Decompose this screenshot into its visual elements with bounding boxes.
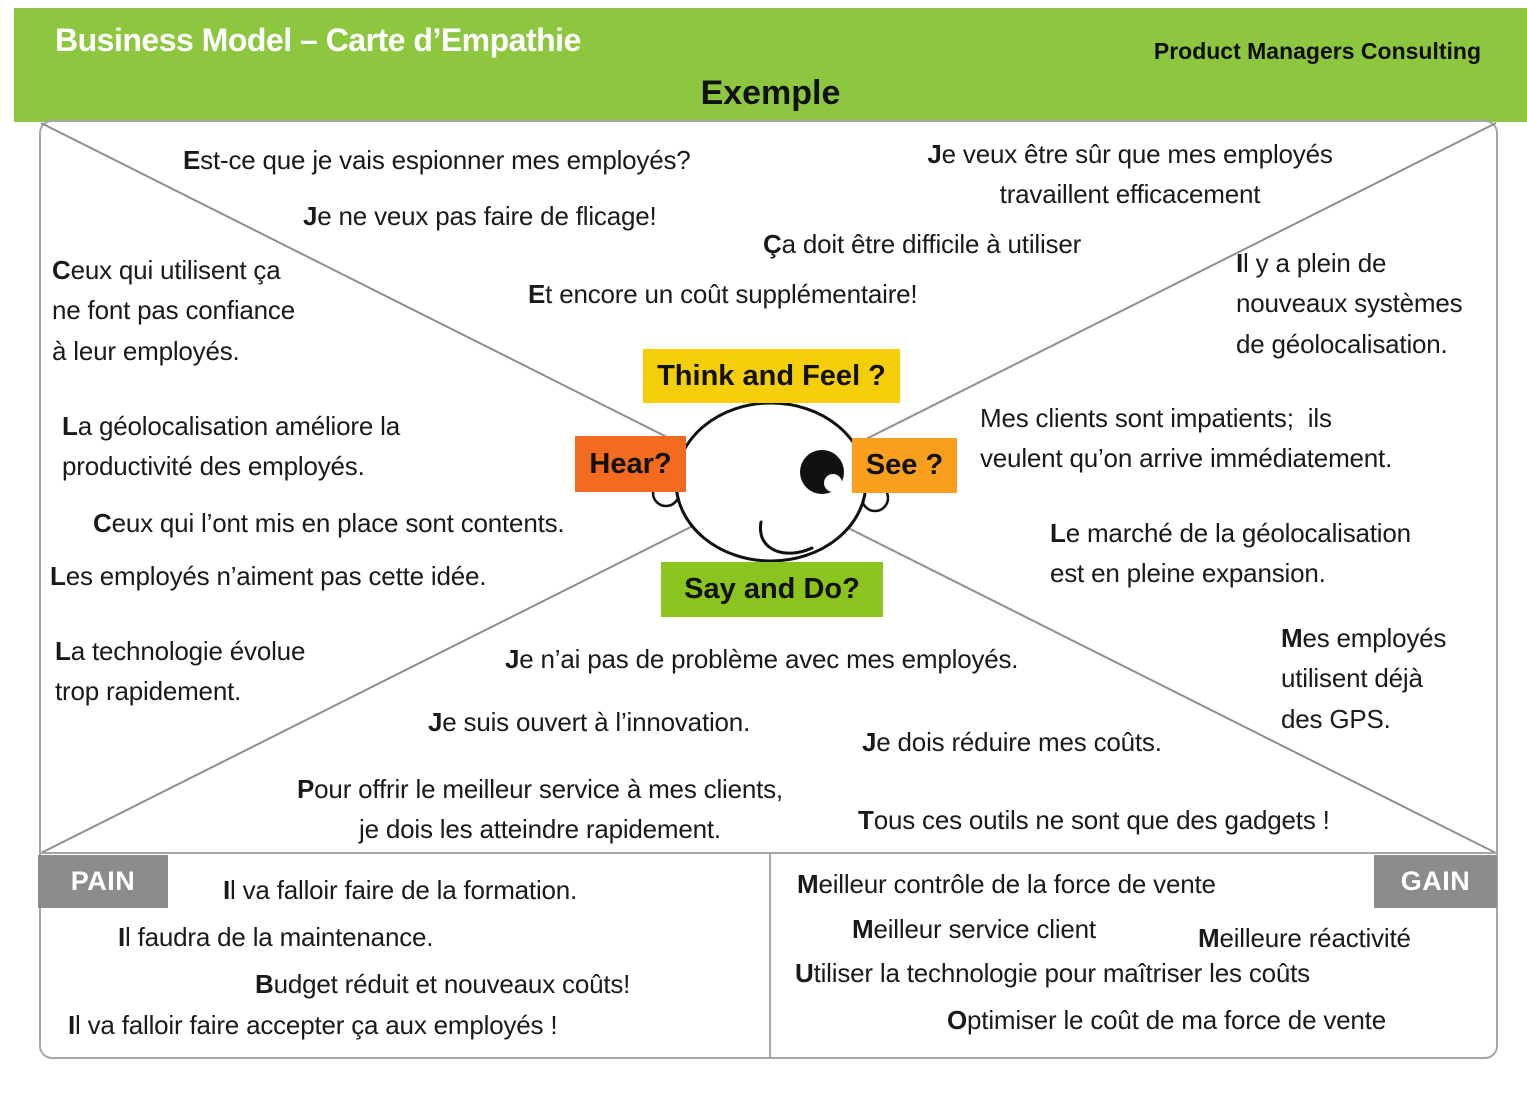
quote-say-gadgets: Tous ces outils ne sont que des gadgets … <box>858 805 1330 835</box>
quote-hear-confiance: Ceux qui utilisent ça ne font pas confia… <box>52 255 295 366</box>
quote-pain-maintenance: Il faudra de la maintenance. <box>118 922 434 952</box>
quote-gain-controle: Meilleur contrôle de la force de vente <box>797 869 1216 899</box>
eye-highlight-icon <box>824 474 842 492</box>
quote-say-pas-de-probleme: Je n’ai pas de problème avec mes employé… <box>505 644 1019 674</box>
quote-say-reduire-couts: Je dois réduire mes coûts. <box>862 727 1162 757</box>
quote-see-marche-expansion: Le marché de la géolocalisation est en p… <box>1050 518 1411 589</box>
quote-say-meilleur-service: Pour offrir le meilleur service à mes cl… <box>297 774 783 845</box>
quote-think-flicage: Je ne veux pas faire de flicage! <box>303 201 657 231</box>
map-border <box>39 120 1498 1059</box>
quote-gain-reactivite: Meilleure réactivité <box>1198 923 1411 953</box>
quote-see-gps: Mes employés utilisent déjà des GPS. <box>1281 623 1447 734</box>
gain-tab: GAIN <box>1374 855 1497 908</box>
quote-hear-productivite: La géolocalisation améliore la productiv… <box>62 411 400 482</box>
quote-gain-technologie: Utiliser la technologie pour maîtriser l… <box>795 958 1310 988</box>
tag-hear: Hear? <box>575 436 686 492</box>
slide-subtitle: Exemple <box>700 74 841 112</box>
tag-see: See ? <box>852 438 957 493</box>
quote-gain-service-client: Meilleur service client <box>852 914 1096 944</box>
brand-name: Product Managers Consulting <box>1153 38 1481 64</box>
quote-think-espionner: Est-ce que je vais espionner mes employé… <box>183 145 691 175</box>
tag-say-and-do: Say and Do? <box>661 562 883 617</box>
quote-pain-budget: Budget réduit et nouveaux coûts! <box>255 969 631 999</box>
quote-think-difficile: Ça doit être difficile à utiliser <box>763 229 1082 259</box>
quote-gain-optimiser: Optimiser le coût de ma force de vente <box>947 1005 1386 1035</box>
quote-hear-pas-cette-idee: Les employés n’aiment pas cette idée. <box>50 561 487 591</box>
smile-icon <box>759 520 814 555</box>
quote-see-nouveaux-systemes: Il y a plein de nouveaux systèmes de géo… <box>1236 248 1463 359</box>
pain-tab: PAIN <box>38 855 168 908</box>
slide-title: Business Model – Carte d’Empathie <box>55 22 581 58</box>
quote-hear-contents: Ceux qui l’ont mis en place sont content… <box>93 508 565 538</box>
header-bar: Business Model – Carte d’Empathie Produc… <box>14 8 1527 122</box>
tag-think-and-feel: Think and Feel ? <box>643 349 900 403</box>
quote-see-clients-impatients: Mes clients sont impatients; ils veulent… <box>980 403 1393 474</box>
quote-say-innovation: Je suis ouvert à l’innovation. <box>428 707 751 737</box>
quote-think-cout-supplementaire: Et encore un coût supplémentaire! <box>528 279 918 309</box>
quote-think-sur-employes: Je veux être sûr que mes employés travai… <box>927 139 1333 210</box>
quote-pain-formation: Il va falloir faire de la formation. <box>223 875 578 905</box>
quote-hear-technologie-evolue: La technologie évolue trop rapidement. <box>55 636 306 707</box>
quote-pain-accepter: Il va falloir faire accepter ça aux empl… <box>68 1010 558 1040</box>
